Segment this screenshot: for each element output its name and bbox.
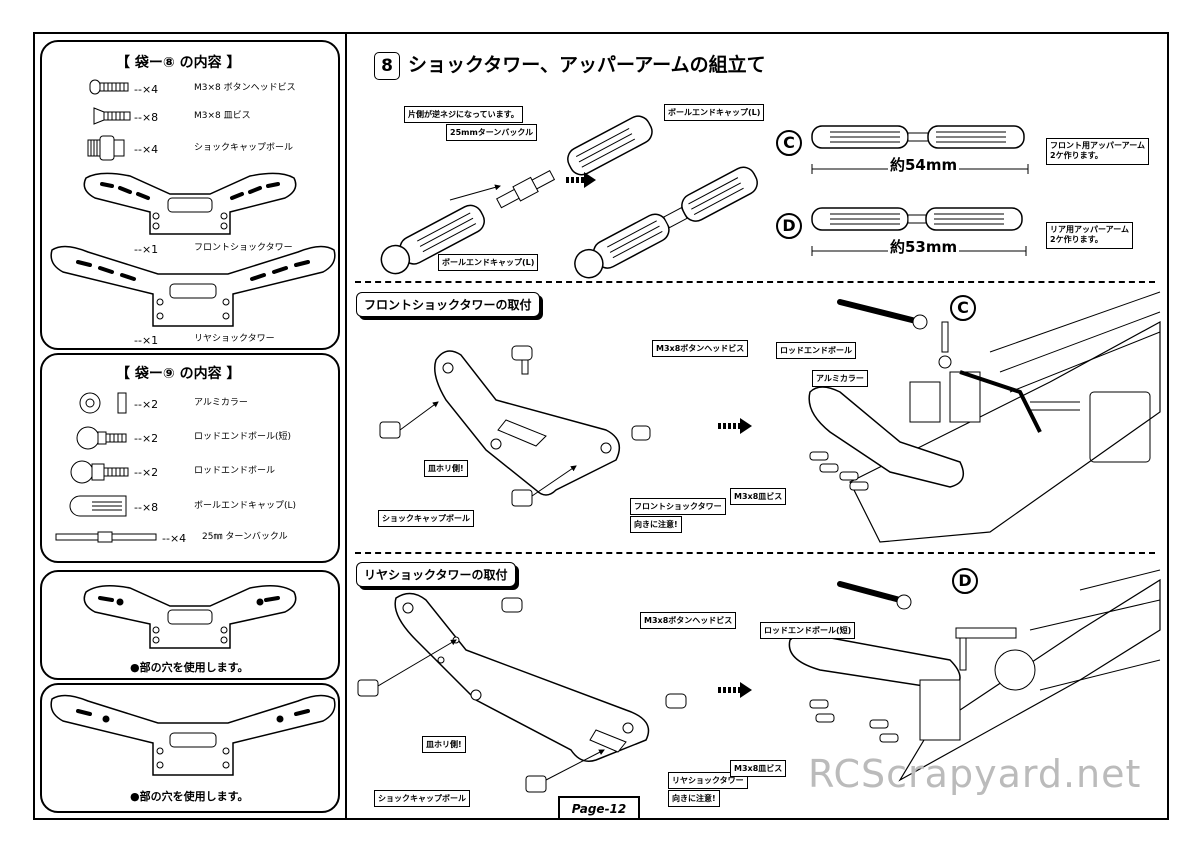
bag8-row5-qty: --×1 <box>134 334 159 347</box>
front-hole-note: ●部の穴を使用します。 <box>130 661 249 674</box>
ball-end-cap-icon <box>69 495 127 517</box>
bag9-row3-name: ロッドエンドボール <box>194 466 276 476</box>
rear-section-title: リヤショックタワーの取付 <box>356 562 516 587</box>
front-flat-screw-label: M3x8皿ビス <box>730 488 787 505</box>
reverse-thread-note: 片側が逆ネジになっています。 <box>404 106 523 123</box>
front-c-circle: C <box>950 295 976 321</box>
front-arrow-icon <box>718 418 752 434</box>
bag9-row4-qty: --×8 <box>134 501 159 514</box>
bag8-row3-name: ショックキャップボール <box>194 143 294 153</box>
rear-tower-side-view <box>357 592 687 793</box>
page-number: Page-12 <box>558 796 640 818</box>
step-number-box: 8 <box>374 52 400 80</box>
front-caution-label: 向きに注意! <box>630 516 682 533</box>
d-note: リア用アッパーアーム 2ケ作ります。 <box>1046 222 1133 249</box>
bag8-row3-qty: --×4 <box>134 143 159 156</box>
c-note: フロント用アッパーアーム 2ケ作ります。 <box>1046 138 1149 165</box>
shock-cap-ball-icon <box>87 135 125 161</box>
rear-tower-holes-panel: ●部の穴を使用します。 <box>40 683 340 813</box>
page-frame <box>33 32 1169 820</box>
watermark: RCScrapyard.net <box>808 752 1142 796</box>
rear-rod-ball-short-label: ロッドエンドボール(短) <box>760 622 856 639</box>
bag9-row3-qty: --×2 <box>134 466 159 479</box>
front-rod-ball-label: ロッドエンドボール <box>776 342 856 359</box>
rear-cap-ball-label: ショックキャップボール <box>374 790 470 807</box>
rear-d-circle: D <box>952 568 978 594</box>
rod-end-ball-short-icon <box>76 426 127 450</box>
bag9-row2-name: ロッドエンドボール(短) <box>194 432 292 442</box>
turnbuckle-label: 25mmターンバックル <box>446 124 538 141</box>
bag8-row4-name: フロントショックタワー <box>194 243 293 253</box>
front-shock-tower-icon <box>83 172 297 235</box>
c-label-circle: C <box>776 130 802 156</box>
rear-countersink-label: 皿ホリ側! <box>422 736 466 753</box>
bag8-panel: 【 袋ー⑧ の内容 】 --×4 M3×8 ボタンヘッドビス --×8 M3×8… <box>40 40 340 350</box>
bag9-row1-name: アルミカラー <box>194 398 248 408</box>
bag8-title: 【 袋ー⑧ の内容 】 <box>116 55 241 71</box>
ball-end-cap-label-top: ボールエンドキャップ(L) <box>664 104 765 121</box>
column-divider <box>345 32 347 820</box>
bag9-row1-qty: --×2 <box>134 398 159 411</box>
d-label-circle: D <box>776 213 802 239</box>
front-tower-side-view <box>379 345 651 507</box>
turnbuckle-icon <box>55 531 157 543</box>
bag9-row2-qty: --×2 <box>134 432 159 445</box>
bag8-row2-name: M3×8 皿ビス <box>194 111 251 121</box>
rear-shock-tower-icon <box>50 245 336 327</box>
rear-caution-label: 向きに注意! <box>668 790 720 807</box>
front-tower-holes-diagram <box>83 585 297 649</box>
rod-end-ball-icon <box>70 460 129 484</box>
upper-arm-assembly-diagram <box>380 115 758 279</box>
rear-hole-note: ●部の穴を使用します。 <box>130 790 249 803</box>
bag8-row1-qty: --×4 <box>134 83 159 96</box>
front-section-title: フロントショックタワーの取付 <box>356 292 540 317</box>
arrow-icon <box>566 172 596 188</box>
bag9-row4-name: ボールエンドキャップ(L) <box>194 501 297 511</box>
rear-flat-screw-label: M3x8皿ビス <box>730 760 787 777</box>
rear-arrow-icon <box>718 682 752 698</box>
rear-screw-label: M3x8ボタンヘッドビス <box>640 612 737 629</box>
front-countersink-label: 皿ホリ側! <box>424 460 468 477</box>
divider-dashed-1 <box>355 281 1155 283</box>
ball-end-cap-label-bottom: ボールエンドキャップ(L) <box>438 254 539 271</box>
front-upper-arm-drawing <box>811 125 1025 149</box>
bag9-panel: 【 袋ー⑨ の内容 】 --×2 アルミカラー --×2 ロッドエンドボール(短… <box>40 353 340 563</box>
c-length: 約54mm <box>888 156 960 174</box>
bag8-row1-name: M3×8 ボタンヘッドビス <box>194 83 296 93</box>
front-chassis-drawing <box>808 291 1161 543</box>
step-title: ショックタワー、アッパーアームの組立て <box>408 54 766 76</box>
bag8-row5-name: リヤショックタワー <box>194 334 275 344</box>
rear-chassis-drawing <box>788 569 1161 782</box>
aluminium-collar-icon <box>79 392 127 414</box>
button-screw-icon <box>89 79 129 95</box>
bag8-row2-qty: --×8 <box>134 111 159 124</box>
rear-tower-holes-diagram <box>50 694 336 776</box>
bag9-row5-name: 25㎜ ターンバックル <box>202 532 288 542</box>
front-tower-label: フロントショックタワー <box>630 498 726 515</box>
countersunk-screw-icon <box>93 107 131 125</box>
divider-dashed-2 <box>355 552 1155 554</box>
rear-tower-label: リヤショックタワー <box>668 772 748 789</box>
bag9-title: 【 袋ー⑨ の内容 】 <box>116 366 241 382</box>
bag8-row4-qty: --×1 <box>134 243 159 256</box>
d-length: 約53mm <box>888 238 960 256</box>
rear-upper-arm-drawing <box>811 207 1023 231</box>
front-cap-ball-label: ショックキャップボール <box>378 510 474 527</box>
front-collar-label: アルミカラー <box>812 370 868 387</box>
front-screw-label: M3x8ボタンヘッドビス <box>652 340 749 357</box>
front-tower-holes-panel: ●部の穴を使用します。 <box>40 570 340 680</box>
bag9-row5-qty: --×4 <box>162 532 187 545</box>
